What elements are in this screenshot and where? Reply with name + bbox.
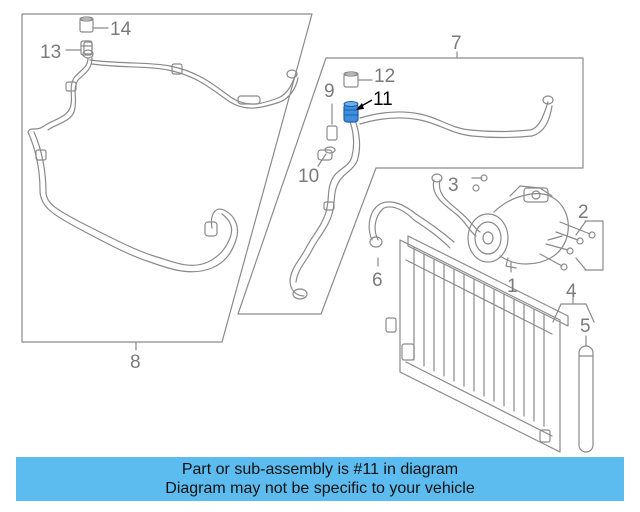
part-9-oring-valve [326, 103, 338, 141]
callout-1: 1 [507, 276, 518, 297]
part-11-highlighted[interactable] [343, 101, 359, 123]
part-3-bolt [472, 184, 480, 192]
callout-13: 13 [40, 42, 61, 63]
part-6-discharge-pipe [368, 201, 455, 249]
callout-5: 5 [580, 316, 591, 337]
callout-3: 3 [448, 175, 459, 196]
callout-2-leader-a [575, 220, 587, 236]
ac-condenser [385, 235, 569, 453]
banner-line-part-number: Part or sub-assembly is #11 in diagram [181, 461, 459, 478]
group-8-frame [21, 13, 313, 343]
callout-12: 12 [374, 66, 395, 87]
callout-7: 7 [451, 33, 462, 54]
callout-2-leader-b [575, 257, 587, 271]
part-5-receiver-drier [578, 345, 594, 453]
callout-11-arrowhead [356, 103, 364, 110]
part-14-cap [79, 16, 94, 33]
callout-9: 9 [324, 81, 335, 102]
group-2-bracket [584, 220, 604, 271]
callout-14: 14 [110, 19, 132, 40]
callout-10-leader [317, 153, 327, 167]
callout-2: 2 [578, 202, 589, 223]
callout-4: 4 [566, 281, 577, 302]
hose-end-fitting [431, 173, 443, 183]
callout-10: 10 [298, 166, 319, 187]
part-10-oring [324, 146, 336, 154]
compressor-suction-hose [432, 179, 481, 237]
group-7-frame [237, 57, 584, 315]
info-banner: Part or sub-assembly is #11 in diagram D… [16, 457, 624, 501]
callout-11: 11 [373, 89, 393, 110]
part-12-cap [343, 71, 359, 88]
part-2-bolts [539, 221, 596, 271]
callout-6: 6 [372, 270, 383, 291]
ac-compressor [467, 185, 569, 269]
parts-diagram: 1 2 3 4 5 6 7 8 9 10 11 12 13 14 [21, 13, 604, 453]
callout-8: 8 [130, 352, 141, 373]
part-13-valve [80, 40, 93, 56]
banner-line-disclaimer: Diagram may not be specific to your vehi… [165, 480, 475, 497]
long-ac-hose [27, 41, 299, 273]
